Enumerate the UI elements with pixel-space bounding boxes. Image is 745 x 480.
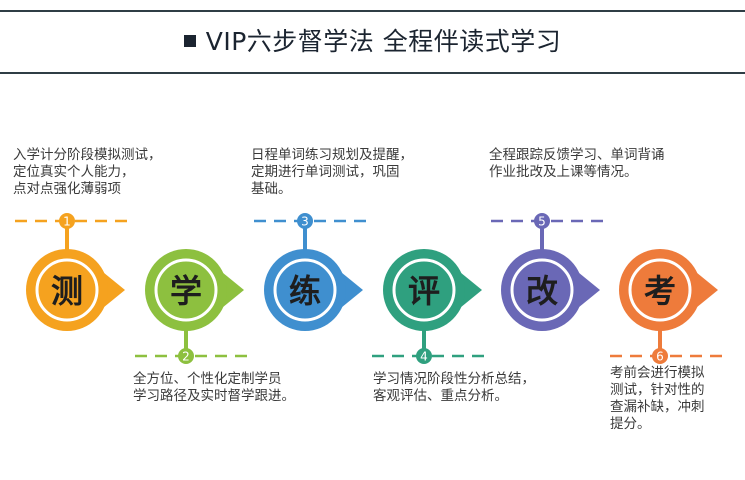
step-2-character: 学: [170, 272, 202, 310]
step-1-number: 1: [63, 215, 71, 229]
step-4-inner-ring: [392, 258, 456, 322]
header-top-rule: [0, 10, 745, 12]
step-6-number: 6: [656, 350, 664, 364]
step-4-description: 学习情况阶段性分析总结， 客观评估、重点分析。: [373, 371, 535, 404]
step-5-number-badge: [534, 213, 550, 229]
step-1-description: 入学计分阶段模拟测试， 定位真实个人能力， 点对点强化薄弱项: [13, 147, 162, 197]
step-3-number-badge: [297, 213, 313, 229]
header-bottom-rule: [0, 72, 745, 74]
step-6-inner-ring: [628, 258, 692, 322]
step-5-character: 改: [526, 272, 558, 310]
step-3-description: 日程单词练习规划及提醒， 定期进行单词测试，巩固 基础。: [251, 147, 413, 197]
step-6-character: 考: [644, 272, 676, 310]
step-4-number: 4: [420, 350, 428, 364]
page-title: VIP六步督学法 全程伴读式学习: [0, 22, 745, 58]
step-3-character: 练: [289, 272, 321, 310]
step-1-inner-ring: [35, 258, 99, 322]
step-2-number-badge: [178, 348, 194, 364]
square-bullet-icon: [183, 35, 196, 47]
step-4-number-badge: [416, 348, 432, 364]
step-1-number-badge: [59, 213, 75, 229]
step-5-number: 5: [538, 215, 546, 229]
step-5-description: 全程跟踪反馈学习、单词背诵 作业批改及上课等情况。: [489, 147, 665, 180]
step-2-inner-ring: [154, 258, 218, 322]
page-title-text: VIP六步督学法 全程伴读式学习: [205, 27, 562, 56]
step-6-description: 考前会进行模拟 测试，针对性的 查漏补缺，冲刺 提分。: [610, 365, 705, 432]
step-2-description: 全方位、个性化定制学员 学习路径及实时督学跟进。: [133, 371, 295, 404]
step-6-number-badge: [652, 348, 668, 364]
step-5-inner-ring: [510, 258, 574, 322]
step-3-inner-ring: [273, 258, 337, 322]
step-1-character: 测: [51, 272, 83, 310]
step-4-character: 评: [408, 272, 440, 310]
step-3-number: 3: [301, 215, 309, 229]
step-2-number: 2: [182, 350, 190, 364]
